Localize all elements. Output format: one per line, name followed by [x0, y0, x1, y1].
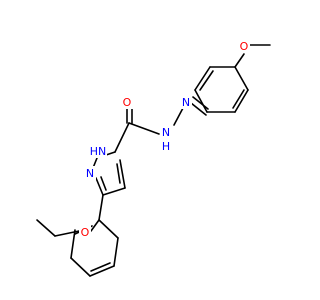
- bond-ethoxy-2: [36, 219, 56, 237]
- atom-label-O_carbonyl: O: [123, 96, 132, 109]
- atom-N1_pyrazole: HN: [89, 144, 107, 158]
- atom-label-O_methoxy: O: [240, 40, 249, 53]
- bond-ring2-5: [70, 229, 76, 259]
- atom-N2_pyrazole: N: [84, 166, 96, 180]
- bond-imine-1: [190, 102, 207, 116]
- bond-n2-c3b: [100, 176, 107, 191]
- bond-ring2-1: [98, 219, 119, 239]
- bond-ring1-2b: [199, 70, 214, 91]
- bond-ring1-4: [234, 66, 249, 91]
- bond-ring1-1: [194, 89, 208, 113]
- atom-label-N1_pyrazole: HN: [90, 145, 107, 158]
- bond-c3-aryl: [98, 194, 104, 221]
- bond-c4-c5: [119, 159, 126, 189]
- atom-label-N_imine: N: [182, 96, 190, 109]
- atom-label-H_hydrazide: H: [162, 140, 170, 153]
- bond-ring2-4: [70, 257, 91, 277]
- bond-c5-n1: [105, 151, 116, 156]
- atom-O_carbonyl: O: [121, 95, 133, 109]
- atom-label-N_hydrazide: N: [162, 126, 170, 139]
- atom-O_methoxy: O: [238, 39, 250, 53]
- bond-carbonyl-c5: [114, 122, 130, 153]
- atom-H_hydrazide: H: [160, 139, 172, 153]
- bond-ring1-5: [234, 89, 249, 113]
- bonds: [36, 44, 271, 277]
- bond-ring1-oc: [234, 53, 245, 68]
- bond-n2-c3: [95, 177, 104, 196]
- atom-N_imine: N: [180, 95, 192, 109]
- bond-c4-c5b: [116, 163, 121, 184]
- atom-label-N2_pyrazole: N: [86, 167, 94, 180]
- bond-ring2-2: [113, 237, 119, 267]
- bond-ring1-5b: [232, 89, 245, 109]
- atom-label-O_ethoxy: O: [81, 226, 90, 239]
- bond-amide-cn: [128, 122, 160, 135]
- molecule-diagram: O N H N O HN N O: [36, 39, 271, 277]
- bond-ring2-3: [89, 265, 115, 277]
- bond-n-n: [173, 107, 184, 126]
- bond-c3-c4: [102, 187, 126, 196]
- bond-ring2-co: [90, 219, 100, 232]
- bond-ethoxy-1: [54, 230, 80, 237]
- atom-N_hydrazide: N: [160, 125, 172, 139]
- atom-labels: O N H N O HN N O: [79, 39, 250, 239]
- bond-imine-2: [192, 96, 209, 110]
- bond-ring2-3b: [90, 262, 111, 272]
- atom-O_ethoxy: O: [79, 225, 91, 239]
- bond-ring1-2: [194, 66, 211, 91]
